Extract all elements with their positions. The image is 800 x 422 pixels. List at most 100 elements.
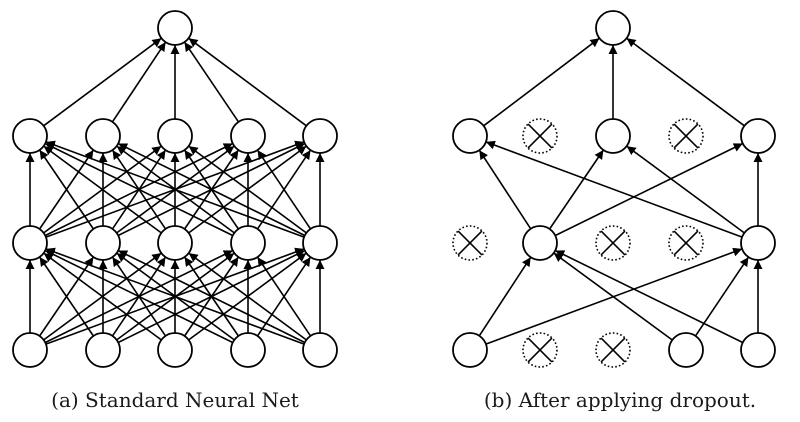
- dropped-neuron: [595, 332, 631, 368]
- neuron-circle: [522, 225, 558, 261]
- neuron-circle: [157, 225, 193, 261]
- neuron-circle: [12, 332, 48, 368]
- neuron-circle: [302, 332, 338, 368]
- neuron: [302, 118, 338, 154]
- connections: [25, 37, 325, 345]
- panel-standard-net: [12, 10, 338, 368]
- caption-dropout-net: (b) After applying dropout.: [483, 388, 757, 412]
- neuron: [302, 332, 338, 368]
- neuron-circle: [230, 332, 266, 368]
- neuron: [740, 118, 776, 154]
- neuron-circle: [452, 118, 488, 154]
- neuron: [157, 118, 193, 154]
- connection-arrow: [478, 256, 532, 337]
- connection-arrow: [626, 145, 745, 234]
- neuron-circle: [740, 332, 776, 368]
- connection-arrow: [188, 145, 307, 234]
- connection-arrow: [38, 256, 95, 337]
- neuron: [12, 225, 48, 261]
- cross-mark: [673, 230, 699, 256]
- connection-arrow: [553, 252, 673, 341]
- neuron-circle: [85, 118, 121, 154]
- neuron-circle: [85, 225, 121, 261]
- neuron-circle: [595, 118, 631, 154]
- connection-arrow: [554, 142, 744, 237]
- connection-arrow: [188, 252, 307, 341]
- connection-arrow: [256, 256, 312, 337]
- neuron: [12, 332, 48, 368]
- dropped-neuron: [595, 225, 631, 261]
- neuron: [157, 225, 193, 261]
- connection-arrow: [183, 41, 240, 123]
- connection-arrow: [43, 252, 162, 341]
- cross-mark: [527, 337, 553, 363]
- connection-arrow: [45, 140, 305, 238]
- neuron-circle: [595, 10, 631, 46]
- neuron: [157, 10, 193, 46]
- connections: [478, 37, 763, 345]
- dropped-neuron: [452, 225, 488, 261]
- connection-arrow: [43, 37, 162, 127]
- neuron-circle: [157, 118, 193, 154]
- neuron: [230, 332, 266, 368]
- connection-arrow: [188, 37, 307, 127]
- neuron-circle: [230, 225, 266, 261]
- neuron-circle: [668, 332, 704, 368]
- cross-mark: [673, 123, 699, 149]
- neuron-circle: [85, 332, 121, 368]
- neuron-circle: [230, 118, 266, 154]
- neuron: [452, 118, 488, 154]
- connection-arrow: [44, 249, 234, 344]
- neuron: [595, 10, 631, 46]
- connection-arrow: [548, 149, 605, 230]
- dropped-neuron: [522, 332, 558, 368]
- connection-arrow: [256, 149, 312, 230]
- cross-mark: [457, 230, 483, 256]
- neuron: [157, 332, 193, 368]
- connection-arrow: [478, 149, 532, 230]
- connection-arrow: [45, 247, 305, 345]
- neuron-circle: [302, 118, 338, 154]
- caption-standard-net: (a) Standard Neural Net: [51, 388, 299, 412]
- connection-arrow: [485, 140, 743, 238]
- connection-arrow: [117, 249, 306, 344]
- neuron: [85, 118, 121, 154]
- cross-mark: [600, 337, 626, 363]
- connection-arrow: [483, 37, 600, 127]
- cross-mark: [527, 123, 553, 149]
- connection-arrow: [43, 145, 162, 234]
- dropped-neuron: [668, 225, 704, 261]
- neuron: [85, 225, 121, 261]
- neuron-circle: [740, 118, 776, 154]
- connection-arrow: [554, 249, 744, 344]
- neuron: [740, 332, 776, 368]
- neuron-circle: [302, 225, 338, 261]
- neuron-circle: [12, 118, 48, 154]
- connection-arrow: [38, 149, 95, 230]
- neuron-circle: [12, 225, 48, 261]
- neuron: [452, 332, 488, 368]
- neuron: [230, 118, 266, 154]
- connection-arrow: [694, 256, 750, 337]
- panel-dropout-net: [452, 10, 776, 368]
- neuron: [85, 332, 121, 368]
- neuron-circle: [740, 225, 776, 261]
- connection-arrow: [111, 41, 167, 123]
- connection-arrow: [626, 37, 745, 127]
- neuron: [522, 225, 558, 261]
- neuron-circle: [157, 10, 193, 46]
- neuron: [668, 332, 704, 368]
- connection-arrow: [44, 142, 234, 237]
- cross-mark: [600, 230, 626, 256]
- neuron: [12, 118, 48, 154]
- dropped-neuron: [668, 118, 704, 154]
- neuron-circle: [452, 332, 488, 368]
- neuron: [230, 225, 266, 261]
- neuron: [302, 225, 338, 261]
- connection-arrow: [117, 142, 306, 237]
- neuron: [740, 225, 776, 261]
- neuron-circle: [157, 332, 193, 368]
- dropped-neuron: [522, 118, 558, 154]
- neuron: [595, 118, 631, 154]
